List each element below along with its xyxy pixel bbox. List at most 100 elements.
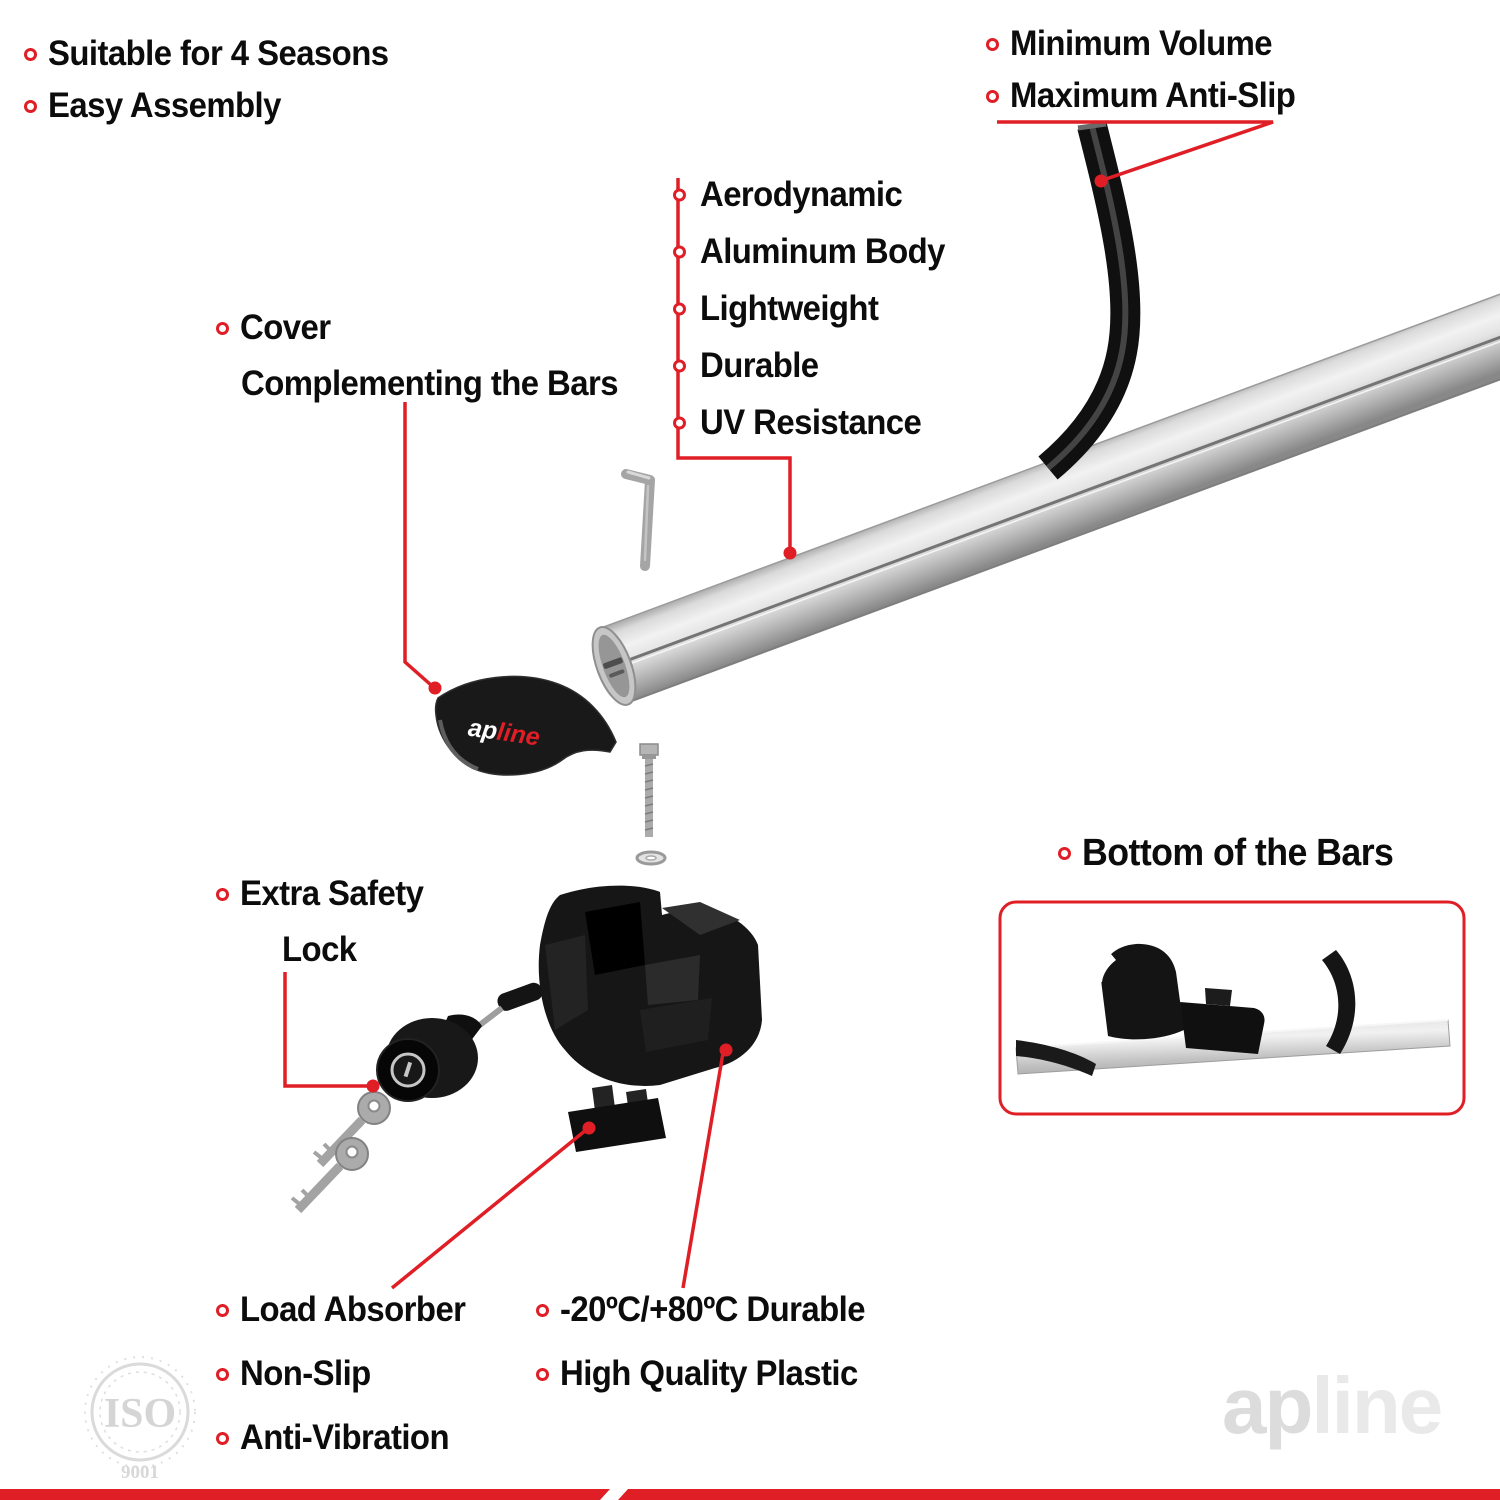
bullet-icon [24,47,37,61]
bar-feature-label: Aluminum Body [700,231,945,271]
cover-rim [438,719,479,771]
rubber-strip [1038,121,1141,480]
annotation-anti-vibration-label: Anti-Vibration [240,1418,450,1457]
annotation-non-slip: Non-Slip [216,1354,379,1394]
inset-foot-knob [1205,988,1232,1006]
annotation-minimum-volume: Minimum Volume [986,24,1289,64]
inset-clamp-hook-gap [1095,948,1116,982]
annotation-cover-label: Cover [240,308,331,347]
bar-feature-item: Aerodynamic [673,166,961,223]
annotation-load-absorber: Load Absorber [216,1290,480,1330]
bar-body [601,294,1500,702]
bullet-icon [216,1431,229,1445]
cover-logo-ap: ap [466,714,499,746]
bullet-icon [673,188,686,201]
hex-key [621,469,655,571]
key-2 [290,1137,369,1214]
safety-lock [376,982,543,1102]
brand-watermark: ap line [1222,1360,1443,1452]
bar-feature-label: UV Resistance [700,402,922,442]
bullet-icon [216,1303,229,1317]
iso-watermark: ISO 9001 [84,1356,196,1483]
brand-watermark-line: line [1311,1361,1443,1450]
annotation-maximum-anti-slip-label: Maximum Anti-Slip [1010,76,1296,115]
annotation-minimum-volume-label: Minimum Volume [1010,24,1273,63]
bullet-icon [673,359,686,372]
bullet-icon [986,37,999,51]
annotation-cover-line2-label: Complementing the Bars [241,364,619,403]
bullet-icon [536,1303,549,1317]
inset-rubber-strip [1016,1040,1096,1076]
annotation-suitable-label: Suitable for 4 Seasons [48,34,389,73]
bottom-band-notch [600,1489,628,1500]
annotation-maximum-anti-slip: Maximum Anti-Slip [986,76,1314,116]
annotation-extra-safety-line2: Lock [282,930,361,970]
bar-groove-highlight [615,340,1500,670]
iso-number: 9001 [121,1462,159,1483]
annotation-plastic-label: High Quality Plastic [560,1354,858,1393]
connector-load-absorber [390,1128,588,1290]
bullet-icon [536,1367,549,1381]
annotation-cover-line2: Complementing the Bars [241,364,642,404]
bullet-icon [673,245,686,258]
annotation-plastic: High Quality Plastic [536,1354,877,1394]
annotation-extra-safety: Extra Safety [216,874,435,914]
annotation-anti-vibration: Anti-Vibration [216,1418,462,1458]
connector-anti-slip [997,120,1274,181]
bullet-icon [216,1367,229,1381]
load-absorber-part [568,1085,666,1152]
keys [290,1091,391,1214]
rubber-strip-cut-end [1077,121,1107,131]
bullet-icon [216,887,229,901]
inset-box [998,900,1466,1116]
foot-clamp [538,885,762,1086]
cover-part: ap line [434,675,617,776]
annotation-load-absorber-label: Load Absorber [240,1290,466,1329]
bottom-band [0,1489,1500,1500]
annotation-suitable: Suitable for 4 Seasons [24,34,410,74]
inset-clamp [1101,943,1184,1040]
bar-groove [614,335,1500,667]
aluminum-bar [591,293,1500,706]
bar-feature-item: Aluminum Body [673,223,961,280]
bar-bottom-edge [628,378,1500,703]
annotation-temperature: -20ºC/+80ºC Durable [536,1290,884,1330]
bullet-icon [216,321,229,335]
annotation-bottom-of-bars: Bottom of the Bars [1058,832,1413,875]
connector-bar-features [676,178,792,550]
lock-keyhole [403,1061,413,1078]
connector-lines [283,120,1274,1290]
annotation-easy-assembly: Easy Assembly [24,86,296,126]
bolt [639,743,659,837]
bar-feature-item: UV Resistance [673,394,961,451]
bar-feature-label: Durable [700,345,819,385]
bullet-icon [1058,847,1071,860]
inset-foot [1180,1002,1265,1054]
brand-watermark-ap: ap [1222,1361,1313,1450]
inset-curved-strip [1322,950,1356,1054]
lock-knob [497,982,543,1011]
bar-end-cap [591,626,637,706]
annotation-extra-safety-line2-label: Lock [282,930,357,969]
connector-foot [681,1052,725,1289]
iso-label: ISO [104,1391,176,1437]
bar-feature-item: Lightweight [673,280,961,337]
bar-feature-list: Aerodynamic Aluminum Body Lightweight Du… [673,166,961,451]
bullet-icon [986,89,999,103]
annotation-non-slip-label: Non-Slip [240,1354,371,1393]
annotation-easy-assembly-label: Easy Assembly [48,86,281,125]
bullet-icon [673,302,686,315]
rubber-strip-groove [1046,125,1129,471]
bar-feature-label: Aerodynamic [700,174,903,214]
bullet-icon [673,416,686,429]
annotation-temperature-label: -20ºC/+80ºC Durable [560,1290,866,1329]
connector-lock [283,972,368,1088]
annotation-bottom-of-bars-label: Bottom of the Bars [1082,832,1394,874]
bullet-icon [24,99,37,113]
washer [635,850,667,866]
cover-logo-line: line [495,718,542,752]
cover-logo: ap line [466,714,541,752]
connector-dots [366,174,1108,1135]
